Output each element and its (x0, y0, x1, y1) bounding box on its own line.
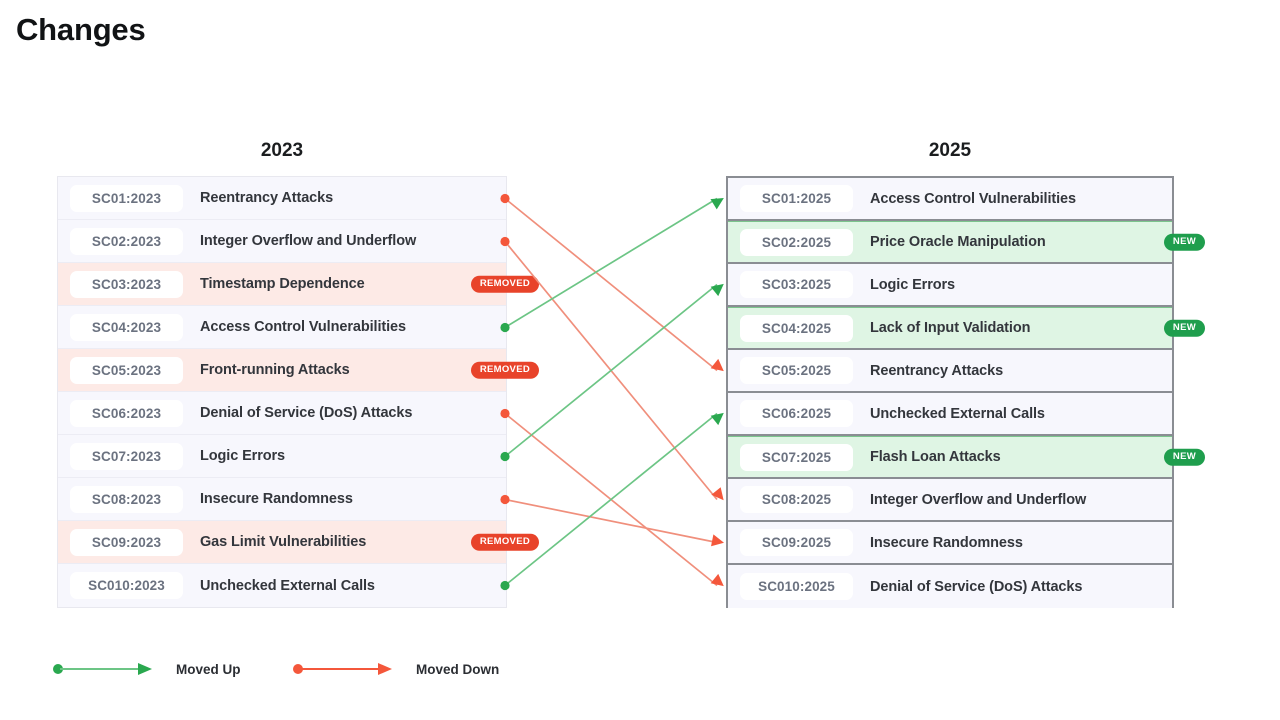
table-row[interactable]: SC02:2025 Price Oracle Manipulation NEW (728, 221, 1205, 264)
status-badge-removed: REMOVED (470, 275, 539, 293)
row-id-chip: SC010:2023 (70, 572, 183, 599)
row-id-chip: SC06:2025 (740, 400, 853, 427)
connector-moved-up (500, 197, 724, 333)
table-row[interactable]: SC010:2025 Denial of Service (DoS) Attack… (728, 565, 1172, 608)
status-badge-removed: REMOVED (470, 361, 539, 379)
table-row[interactable]: SC06:2023 Denial of Service (DoS) Attacks (58, 392, 506, 435)
row-id-chip: SC07:2025 (740, 443, 853, 471)
table-row[interactable]: SC05:2023 Front-running Attacks REMOVED (58, 349, 539, 392)
legend-label-moved-down: Moved Down (416, 661, 500, 677)
page-title: Changes (16, 12, 146, 47)
legend-item-moved-down: Moved Down (292, 652, 499, 686)
row-label: Front-running Attacks (200, 362, 350, 378)
row-id-chip: SC02:2025 (740, 228, 853, 256)
row-label: Denial of Service (DoS) Attacks (870, 578, 1083, 595)
row-id-chip: SC06:2023 (70, 399, 183, 427)
table-row[interactable]: SC01:2023 Reentrancy Attacks (58, 177, 506, 220)
row-label: Timestamp Dependence (200, 276, 365, 292)
row-label: Integer Overflow and Underflow (870, 491, 1087, 508)
connector-moved-up (500, 412, 724, 591)
status-badge-new: NEW (1163, 233, 1205, 251)
row-label: Reentrancy Attacks (200, 190, 334, 206)
table-row[interactable]: SC05:2025 Reentrancy Attacks (728, 350, 1172, 393)
status-badge-removed: REMOVED (470, 533, 539, 551)
row-id-chip: SC01:2025 (740, 185, 853, 212)
row-label: Lack of Input Validation (870, 320, 1031, 336)
row-id-chip: SC04:2023 (70, 313, 183, 341)
status-badge-new: NEW (1163, 319, 1205, 337)
row-id-chip: SC08:2025 (740, 486, 853, 513)
row-id-chip: SC02:2023 (70, 227, 183, 255)
row-label: Gas Limit Vulnerabilities (200, 534, 367, 550)
table-row[interactable]: SC08:2023 Insecure Randomness (58, 478, 506, 521)
column-header-2023: 2023 (260, 140, 304, 161)
table-row[interactable]: SC09:2023 Gas Limit Vulnerabilities REMOVE… (58, 521, 539, 564)
table-row[interactable]: SC03:2025 Logic Errors (728, 264, 1172, 307)
row-label: Logic Errors (870, 276, 956, 293)
status-badge-new: NEW (1163, 448, 1205, 466)
row-id-chip: SC09:2023 (70, 528, 183, 556)
row-label: Insecure Randomness (870, 534, 1023, 551)
row-id-chip: SC010:2025 (740, 573, 853, 600)
row-label: Integer Overflow and Underflow (200, 233, 417, 249)
table-row[interactable]: SC07:2023 Logic Errors (58, 435, 506, 478)
row-label: Access Control Vulnerabilities (870, 190, 1076, 207)
row-id-chip: SC01:2023 (70, 184, 183, 212)
legend: Moved Up Moved Down (52, 652, 652, 686)
table-row[interactable]: SC04:2023 Access Control Vulnerabilities (58, 306, 506, 349)
table-row[interactable]: SC02:2023 Integer Overflow and Underflow (58, 220, 506, 263)
moved-up-arrow-icon (53, 663, 152, 675)
row-label: Logic Errors (200, 448, 286, 464)
table-row[interactable]: SC07:2025 Flash Loan Attacks NEW (728, 436, 1205, 479)
table-row[interactable]: SC09:2025 Insecure Randomness (728, 522, 1172, 565)
legend-item-moved-up: Moved Up (52, 652, 241, 686)
table-row[interactable]: SC010:2023 Unchecked External Calls (58, 564, 506, 607)
row-label: Reentrancy Attacks (870, 362, 1004, 379)
connector-moved-down (500, 408, 724, 587)
row-label: Flash Loan Attacks (870, 449, 1001, 465)
row-id-chip: SC05:2025 (740, 357, 853, 384)
row-label: Unchecked External Calls (870, 405, 1045, 422)
moved-down-arrow-icon (293, 663, 392, 675)
table-row[interactable]: SC08:2025 Integer Overflow and Underflow (728, 479, 1172, 522)
row-id-chip: SC05:2023 (70, 356, 183, 384)
column-header-2025: 2025 (928, 140, 972, 161)
row-id-chip: SC04:2025 (740, 314, 853, 342)
row-label: Denial of Service (DoS) Attacks (200, 405, 413, 421)
row-label: Insecure Randomness (200, 491, 353, 507)
table-row[interactable]: SC01:2025 Access Control Vulnerabilities (728, 178, 1172, 221)
legend-label-moved-up: Moved Up (176, 661, 241, 677)
table-row[interactable]: SC03:2023 Timestamp Dependence REMOVED (58, 263, 539, 306)
row-id-chip: SC07:2023 (70, 442, 183, 470)
row-id-chip: SC03:2025 (740, 271, 853, 298)
table-row[interactable]: SC04:2025 Lack of Input Validation NEW (728, 307, 1205, 350)
table-row[interactable]: SC06:2025 Unchecked External Calls (728, 393, 1172, 436)
row-id-chip: SC09:2025 (740, 529, 853, 556)
row-label: Access Control Vulnerabilities (200, 319, 406, 335)
row-label: Price Oracle Manipulation (870, 234, 1046, 250)
row-label: Unchecked External Calls (200, 577, 375, 594)
row-id-chip: SC03:2023 (70, 270, 183, 298)
row-id-chip: SC08:2023 (70, 485, 183, 513)
